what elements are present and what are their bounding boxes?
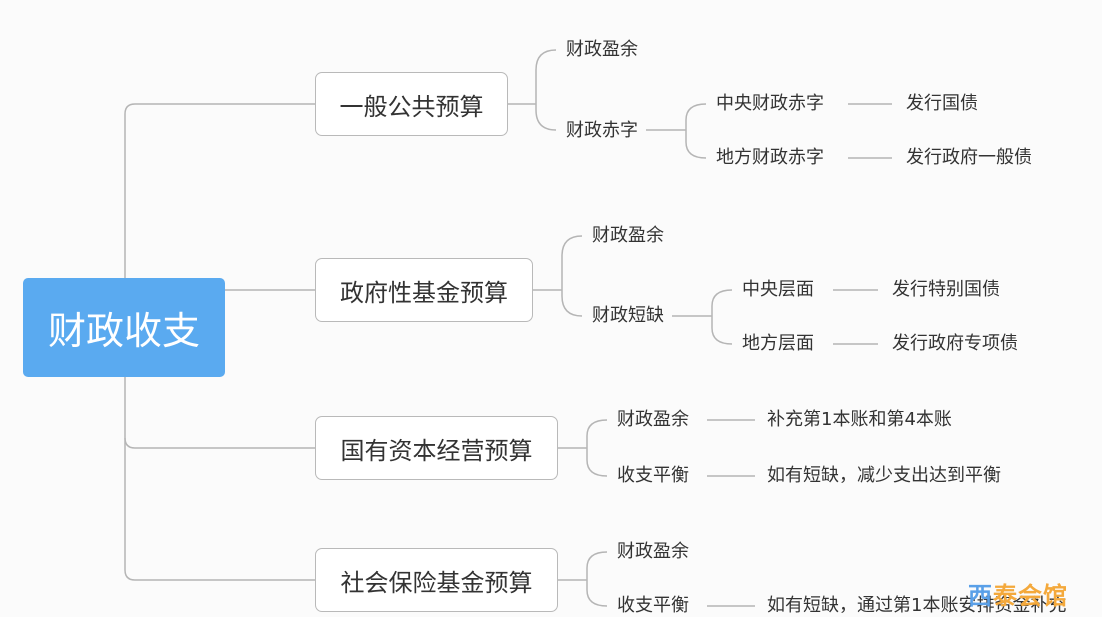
branch-state-capital-budget: 国有资本经营预算	[315, 416, 558, 480]
branch1-item-surplus: 财政盈余	[566, 39, 638, 60]
branch-social-insurance-budget: 社会保险基金预算	[315, 548, 558, 612]
branch2-item-surplus: 财政盈余	[592, 225, 664, 246]
watermark-logo: 西泰会馆	[968, 576, 1068, 611]
branch-general-budget: 一般公共预算	[315, 72, 508, 136]
branch1-central-result: 发行国债	[906, 93, 978, 114]
branch2-central-result: 发行特别国债	[892, 279, 1000, 300]
branch2-central-level: 中央层面	[742, 279, 814, 300]
branch1-local-deficit: 地方财政赤字	[716, 147, 824, 168]
branch2-item-shortage: 财政短缺	[592, 305, 664, 326]
root-node: 财政收支	[23, 278, 225, 377]
branch3-balance-result: 如有短缺，减少支出达到平衡	[767, 465, 1001, 486]
branch1-local-result: 发行政府一般债	[906, 147, 1032, 168]
watermark-part2: 泰会馆	[993, 582, 1068, 610]
branch3-item-surplus: 财政盈余	[617, 409, 689, 430]
watermark-part1: 西	[968, 582, 993, 610]
branch4-item-surplus: 财政盈余	[617, 541, 689, 562]
branch3-surplus-result: 补充第1本账和第4本账	[767, 409, 952, 430]
branch4-item-balance: 收支平衡	[617, 595, 689, 616]
branch2-local-level: 地方层面	[742, 333, 814, 354]
branch2-local-result: 发行政府专项债	[892, 333, 1018, 354]
branch4-balance-result: 如有短缺，通过第1本账安排资金补充	[767, 595, 1067, 616]
branch1-central-deficit: 中央财政赤字	[716, 93, 824, 114]
branch3-item-balance: 收支平衡	[617, 465, 689, 486]
branch-government-fund-budget: 政府性基金预算	[315, 258, 533, 322]
branch1-item-deficit: 财政赤字	[566, 120, 638, 141]
